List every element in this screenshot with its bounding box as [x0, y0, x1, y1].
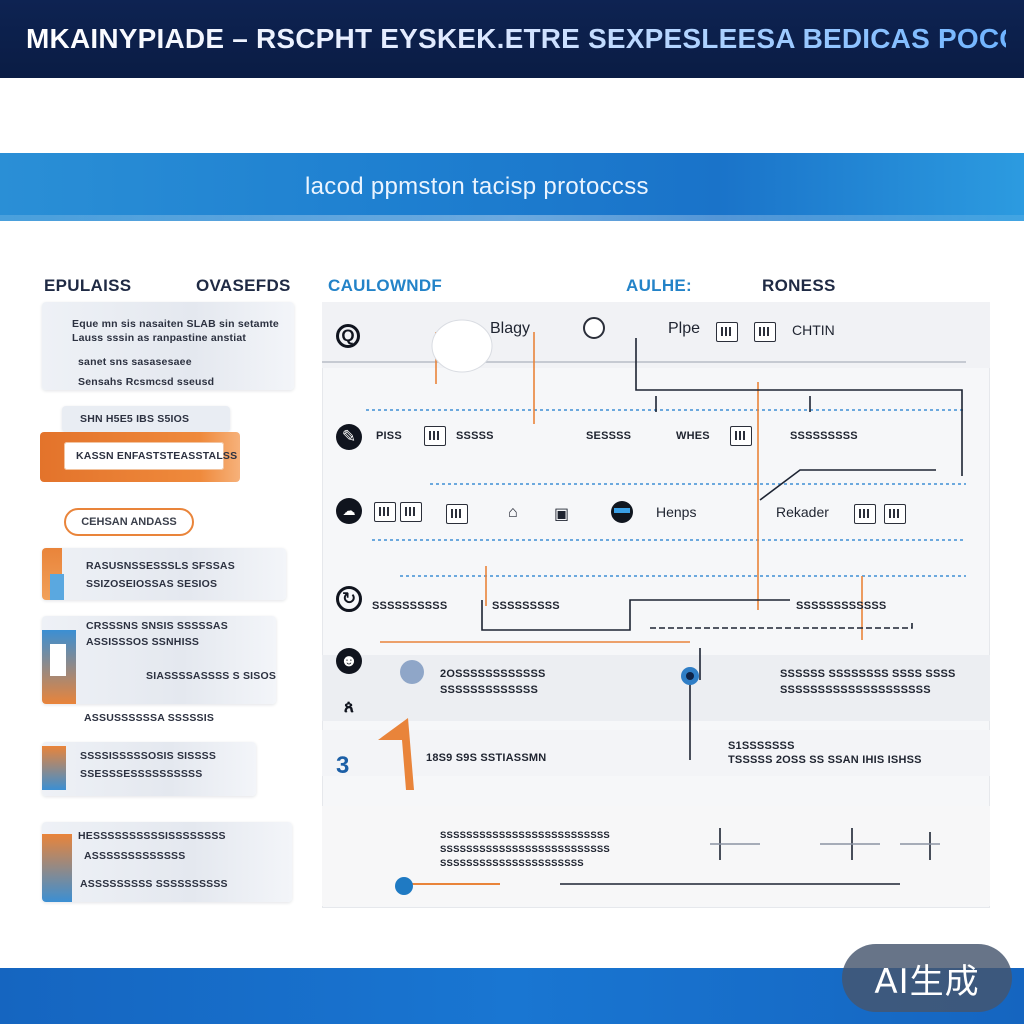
node-text: SSSSS	[456, 430, 494, 442]
node-text: 18S9 S9S SSTIASSMN	[426, 752, 547, 764]
list-item[interactable]: SSSSISSSSSOSIS SISSSS SSESSSESSSSSSSSSS	[42, 742, 256, 796]
accent-block	[50, 644, 66, 676]
diagram-row	[322, 730, 990, 776]
column-header-mid: CAULOWNDF	[328, 276, 443, 295]
diagram-row	[322, 806, 990, 906]
list-item-text: HESSSSSSSSSSISSSSSSSS	[78, 830, 226, 842]
chip-icon	[374, 502, 396, 522]
search-icon: Q	[336, 324, 360, 348]
list-item[interactable]: HESSSSSSSSSSISSSSSSSS ASSSSSSSSSSSSS ASS…	[42, 822, 292, 902]
diagram-row	[322, 302, 990, 368]
list-item-text: KASSN ENFASTSTEASSTALSS	[76, 450, 238, 462]
list-item[interactable]: RASUSNSSESSSLS SFSSAS SSIZOSEIOSSAS SESI…	[42, 548, 286, 600]
page-title: MKAINYPIADE – RSCPHT EYSKEK.ETRE SEXPESL…	[26, 23, 1006, 54]
accent-stripe	[42, 834, 72, 902]
column-header-left-a: EPULAISS	[44, 276, 132, 295]
node-text: 2OSSSSSSSSSSSS	[440, 668, 546, 680]
list-item-text: SSESSSESSSSSSSSSS	[80, 768, 203, 780]
node-text: WHES	[676, 430, 710, 442]
accent-stripe	[42, 746, 66, 790]
list-item-text: Eque mn sis nasaiten SLAB sin setamte	[72, 318, 279, 330]
face-icon: ☻	[336, 648, 362, 674]
list-item-text: sanet sns sasasesaee	[78, 356, 192, 368]
header-bar: MKAINYPIADE – RSCPHT EYSKEK.ETRE SEXPESL…	[0, 0, 1024, 78]
category-pill[interactable]: CEHSAN ANDASS	[64, 508, 194, 536]
chip-icon	[884, 504, 906, 524]
node-text: PISS	[376, 430, 402, 442]
node-text: S1SSSSSSS	[728, 740, 795, 752]
list-item[interactable]: KASSN ENFASTSTEASSTALSS	[64, 442, 237, 470]
list-item[interactable]: SHN H5E5 IBS S5IOS	[62, 406, 230, 432]
column-header-left-b: OVASEFDS	[196, 276, 291, 295]
node-symbol: ⌂	[508, 504, 518, 521]
banner-title: lacod ppmston tacisp protoccss	[305, 173, 649, 200]
node-text: SSSSSSSSS	[492, 600, 560, 612]
chip-icon	[716, 322, 738, 342]
list-item-text: ASSISSSOS SSNHISS	[86, 636, 200, 648]
node-text: TSSSSS 2OSS SS SSAN IHIS ISHSS	[728, 754, 922, 766]
list-item-text: SSSSISSSSSOSIS SISSSS	[80, 750, 217, 762]
list-item[interactable]: Eque mn sis nasaiten SLAB sin setamte La…	[42, 302, 294, 390]
list-item-text: CRSSSNS SNSIS SSSSSAS	[86, 620, 228, 632]
node-label: Henps	[656, 504, 697, 520]
column-header-right-a: AULHE:	[626, 276, 693, 295]
list-item-text: ASSUSSSSSSA SSSSSIS	[84, 712, 215, 724]
list-item-text: RASUSNSSESSSLS SFSSAS	[86, 560, 235, 572]
list-item-text: SHN H5E5 IBS S5IOS	[80, 413, 190, 425]
chip-icon	[446, 504, 468, 524]
node-label: CHTIN	[792, 322, 835, 338]
list-item-text: Sensahs Rcsmcsd sseusd	[78, 376, 215, 388]
chip-icon	[754, 322, 776, 342]
cycle-icon: ↻	[336, 586, 362, 612]
node-text: SSSSSSSSS	[790, 430, 858, 442]
step-number: 3	[336, 752, 350, 779]
list-item[interactable]: CRSSSNS SNSIS SSSSSAS ASSISSSOS SSNHISS …	[42, 616, 276, 704]
column-header-right-b: RONESS	[762, 276, 836, 295]
node-text: SSSSSSSSSSSSSSSSSSSSSSSSSS	[440, 844, 610, 855]
list-item-text: SIASSSSASSSS S SISOSS	[146, 670, 276, 682]
list-item-text: Lauss sssin as ranpastine anstiat	[72, 332, 247, 344]
chip-icon	[424, 426, 446, 446]
chip-icon	[854, 504, 876, 524]
node-text: SSSSSSSSSSSSSSSSSSSS	[780, 684, 931, 696]
chip-icon	[730, 426, 752, 446]
list-item-text: ASSSSSSSSSSSSS	[84, 850, 186, 862]
cloud-icon: ☁	[336, 498, 362, 524]
node-text: SSSSSSSSSSSSSSSSSSSSSS	[440, 858, 584, 869]
node-text: SSSSSSSSSSSSS	[440, 684, 538, 696]
diagram-row	[322, 655, 990, 721]
chip-icon	[400, 502, 422, 522]
accent-block	[50, 574, 64, 600]
ai-generated-badge: AI生成	[842, 944, 1012, 1012]
node-text: SSSSSSSSSS	[372, 600, 448, 612]
node-label: Rekader	[776, 504, 829, 520]
list-item-text: SSIZOSEIOSSAS SESIOS	[86, 578, 218, 590]
node-text: SESSSS	[586, 430, 632, 442]
brush-icon: ✎	[336, 424, 362, 450]
node-text: SSSSSSSSSSSSSSSSSSSSSSSSSS	[440, 830, 610, 841]
person-icon: ጰ	[343, 697, 355, 716]
node-symbol: ▣	[554, 506, 570, 523]
node-label: Blagy	[490, 320, 531, 337]
list-item-text: ASSSSSSSSS SSSSSSSSSS	[80, 878, 228, 890]
section-banner: lacod ppmston tacisp protoccss	[0, 153, 1024, 221]
node-label: Plpe	[668, 320, 701, 337]
node-text: SSSSSS SSSSSSSS SSSS SSSS	[780, 668, 956, 680]
node-text: SSSSSSSSSSSS	[796, 600, 887, 612]
